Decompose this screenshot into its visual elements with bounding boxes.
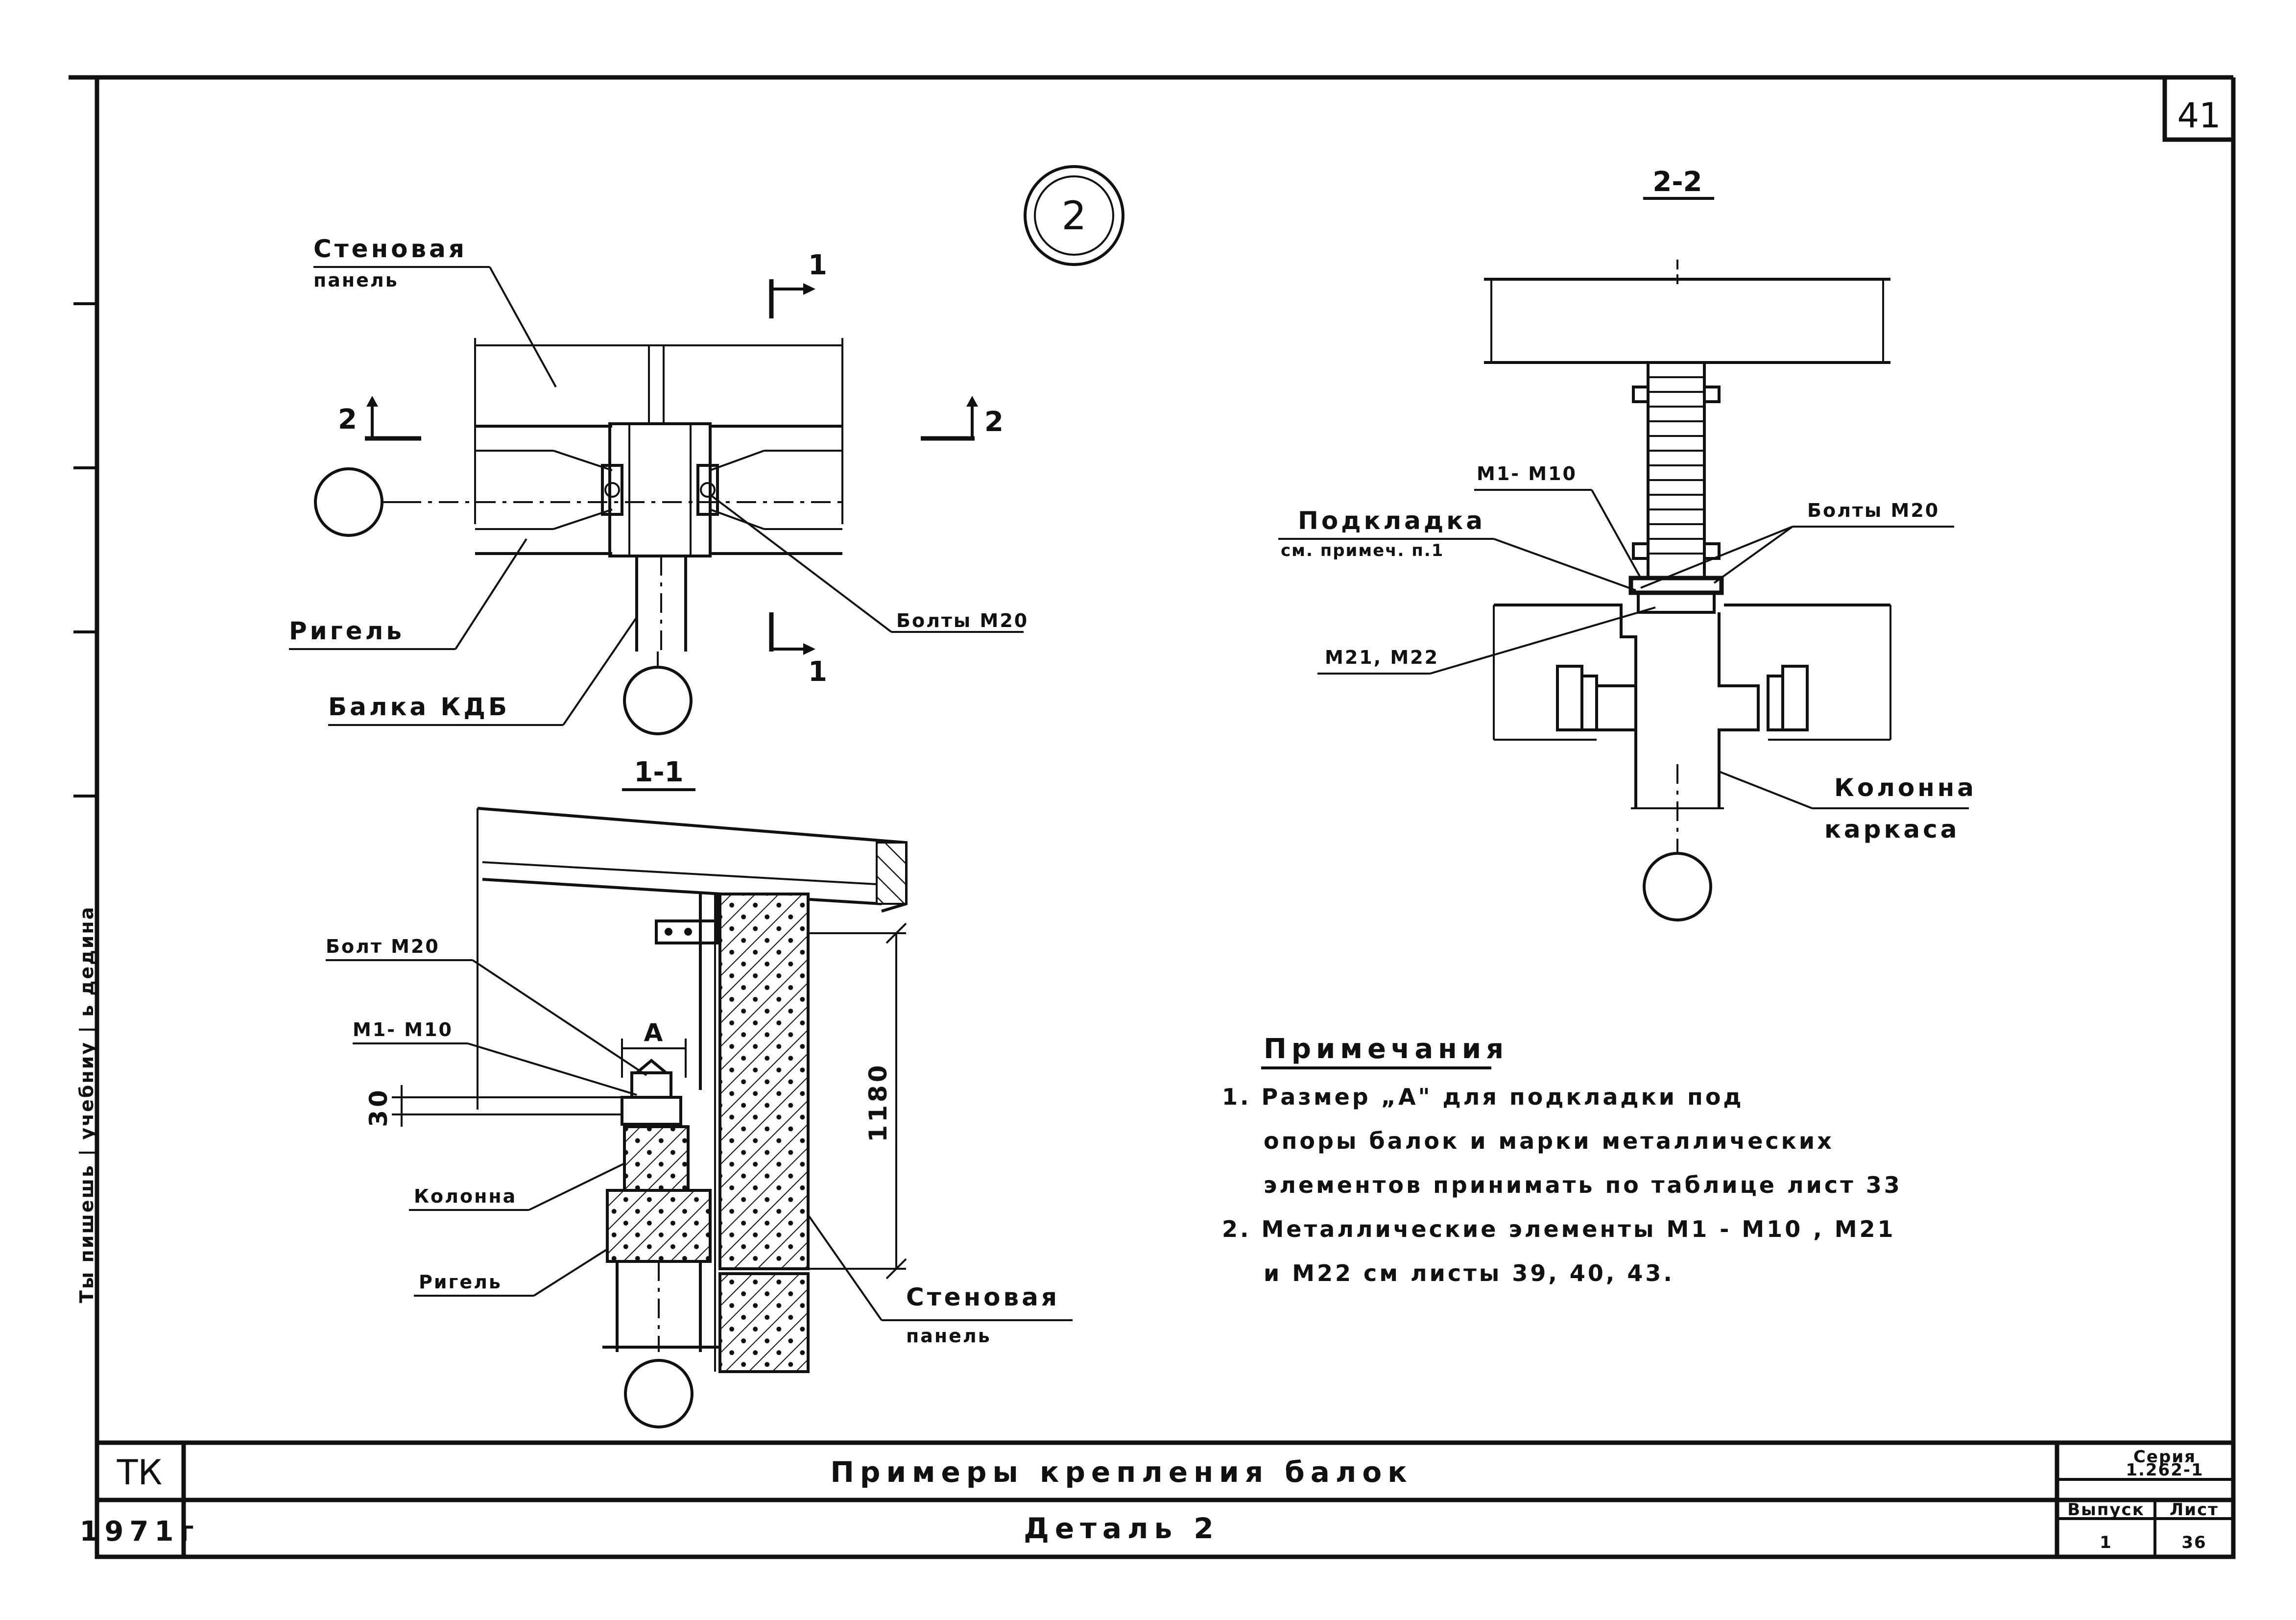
note-line-3: элементов принимать по таблице лист 33: [1264, 1172, 1902, 1198]
svg-text:Болты М20: Болты М20: [896, 610, 1028, 631]
svg-text:1: 1: [808, 656, 827, 688]
section-mark-2-left: 2: [338, 396, 421, 441]
svg-text:Стеновая: Стеновая: [906, 1283, 1060, 1311]
svg-text:Стеновая: Стеновая: [313, 235, 467, 263]
svg-text:Балка КДБ: Балка КДБ: [328, 693, 510, 721]
svg-text:Колонна: Колонна: [1834, 774, 1977, 802]
side-note: Ты пишешь | учебниу | ь дедина: [76, 906, 98, 1303]
s11-column-label: Колонна: [409, 1162, 625, 1211]
tb-year: 1971г: [79, 1516, 199, 1547]
tb-sheet-value: 36: [2181, 1533, 2206, 1552]
detail-marker-number: 2: [1062, 193, 1087, 239]
svg-text:панель: панель: [313, 269, 399, 291]
note-line-4: 2. Металлические элементы М1 - М10 , М21: [1222, 1216, 1896, 1242]
tb-issue-value: 1: [2100, 1533, 2112, 1552]
s22-bolts-label: Болты М20: [1640, 500, 1954, 589]
detail-marker: 2: [1024, 165, 1124, 266]
dim-30: 30: [364, 1087, 393, 1127]
svg-text:1: 1: [808, 249, 827, 281]
svg-text:Колонна: Колонна: [414, 1185, 517, 1207]
note-line-1: 1. Размер „А" для подкладки под: [1222, 1084, 1744, 1110]
sheet-number-box: 41: [2162, 77, 2233, 142]
section-2-2-drawing: [1484, 260, 1891, 921]
s22-m21-label: М21, М22: [1317, 606, 1656, 675]
svg-text:М21, М22: М21, М22: [1325, 647, 1439, 668]
s22-column-label: Колонна каркаса: [1719, 771, 1977, 844]
section-mark-2-right: 2: [921, 396, 1004, 441]
tb-title: Примеры крепления балок: [830, 1455, 1412, 1489]
s22-pad-label: Подкладка см. примеч. п.1: [1278, 507, 1636, 591]
section-mark-1-bottom: 1: [769, 612, 827, 688]
notes: Примечания 1. Размер „А" для подкладки п…: [1222, 1033, 1902, 1286]
svg-text:Подкладка: Подкладка: [1298, 507, 1485, 535]
svg-text:2: 2: [338, 404, 357, 435]
tb-series-value: 1.262-1: [2126, 1460, 2203, 1480]
section-1-1-drawing: [477, 807, 908, 1428]
note-line-5: и М22 см листы 39, 40, 43.: [1264, 1260, 1674, 1286]
plan-view: [314, 338, 843, 735]
svg-text:Ригель: Ригель: [419, 1271, 502, 1293]
s11-crossbar-label: Ригель: [414, 1248, 608, 1297]
svg-text:М1- М10: М1- М10: [1477, 463, 1577, 484]
section-2-2-title: 2-2: [1643, 166, 1714, 200]
svg-text:Болты М20: Болты М20: [1807, 500, 1939, 521]
svg-text:М1- М10: М1- М10: [353, 1019, 453, 1040]
plan-bolts-label: Болты М20: [709, 494, 1028, 633]
svg-text:Болт М20: Болт М20: [326, 936, 440, 957]
s11-bolt-label: Болт М20: [326, 936, 647, 1076]
plan-wall-panel-label: Стеновая панель: [313, 235, 557, 387]
plan-crossbar-label: Ригель: [289, 538, 527, 650]
dim-a: А: [644, 1018, 666, 1047]
section-mark-1-top: 1: [769, 249, 827, 318]
svg-text:2-2: 2-2: [1652, 166, 1702, 198]
svg-text:см. примеч. п.1: см. примеч. п.1: [1281, 541, 1444, 560]
s22-m-label: М1- М10: [1474, 463, 1642, 579]
tb-sheet-label: Лист: [2170, 1500, 2219, 1520]
svg-text:Ригель: Ригель: [289, 617, 405, 645]
svg-text:панель: панель: [906, 1325, 991, 1347]
note-line-2: опоры балок и марки металлических: [1264, 1128, 1834, 1154]
notes-heading: Примечания: [1264, 1033, 1508, 1065]
dim-1180: 1180: [864, 1062, 892, 1142]
svg-text:каркаса: каркаса: [1824, 815, 1960, 844]
section-1-1-title: 1-1: [622, 756, 695, 791]
s11-m-label: М1- М10: [353, 1019, 637, 1096]
svg-text:1-1: 1-1: [634, 756, 683, 788]
tb-series-label: Серия: [2133, 1447, 2196, 1467]
section-1-1-dimensions: А 30 1180: [364, 922, 907, 1280]
svg-text:2: 2: [984, 406, 1004, 438]
tb-issue-label: Выпуск: [2067, 1500, 2145, 1520]
tb-code: ТК: [117, 1452, 162, 1493]
s11-wall-panel-label: Стеновая панель: [807, 1214, 1073, 1347]
title-block: ТК 1971г Примеры крепления балок Деталь …: [79, 1440, 2236, 1559]
sheet-number-top: 41: [2177, 96, 2221, 136]
tb-subtitle: Деталь 2: [1024, 1512, 1219, 1545]
plan-beam-label: Балка КДБ: [328, 616, 638, 726]
